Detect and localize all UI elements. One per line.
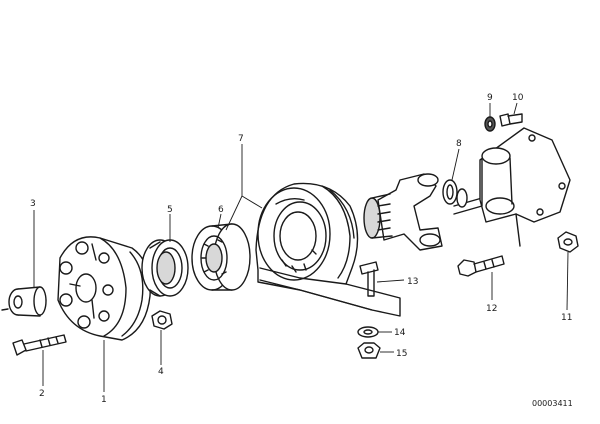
- callout-10: 10: [512, 93, 524, 103]
- part-3-bushing: [1, 286, 47, 317]
- part-9-washer: [484, 116, 496, 132]
- part-10-bolt: [499, 113, 523, 127]
- callout-2: 2: [39, 389, 45, 399]
- drawing-reference-number: 00003411: [532, 399, 573, 408]
- callout-12: 12: [486, 304, 497, 314]
- part-1-flex-disc: [57, 236, 151, 341]
- part-11-nut: [557, 231, 579, 253]
- part-5-seal: [141, 239, 189, 297]
- callout-9: 9: [487, 93, 493, 103]
- part-14-washer: [357, 326, 379, 338]
- universal-joint-yoke: [363, 173, 483, 251]
- part-7-center-support: [255, 182, 401, 317]
- callout-5: 5: [167, 205, 173, 215]
- callout-14: 14: [394, 328, 406, 338]
- callout-6: 6: [218, 205, 224, 215]
- part-2-bolt: [12, 334, 67, 356]
- output-flange: [479, 127, 571, 247]
- callout-15: 15: [396, 349, 407, 359]
- callout-7: 7: [238, 134, 244, 144]
- callout-1: 1: [101, 395, 107, 405]
- callout-3: 3: [30, 199, 36, 209]
- leader-lines: [33, 102, 569, 392]
- part-6-bearing: [191, 223, 251, 291]
- callout-13: 13: [407, 277, 418, 287]
- part-12-bolt: [457, 255, 505, 277]
- part-8-circlip: [442, 179, 458, 205]
- callout-4: 4: [158, 367, 164, 377]
- part-15-nut: [357, 342, 381, 359]
- callout-11: 11: [561, 313, 572, 323]
- callout-8: 8: [456, 139, 462, 149]
- part-13-bolt: [359, 261, 379, 297]
- part-4-nut: [151, 310, 173, 330]
- callout-labels: 3 2 1 4 5 6 7 8 9 10 13 14 15 12 11 0000…: [30, 93, 573, 408]
